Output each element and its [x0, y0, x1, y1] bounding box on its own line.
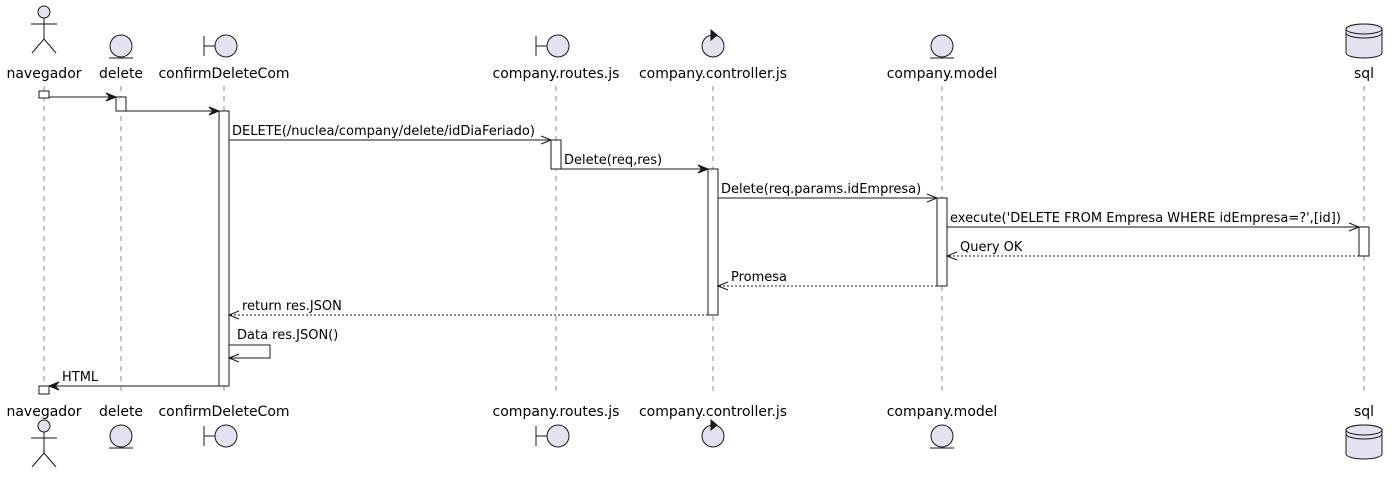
- participant-label: company.model: [887, 404, 998, 420]
- participant-routes-top: company.routes.js: [493, 34, 620, 82]
- activations: [38, 90, 1370, 395]
- message-2: [126, 106, 221, 116]
- control-icon: [701, 28, 725, 58]
- entity-icon: [930, 424, 954, 449]
- message-label: Query OK: [960, 240, 1023, 255]
- participant-sql-bottom: sql: [1345, 404, 1383, 460]
- message-label: DELETE(/nuclea/company/delete/idDiaFeria…: [232, 124, 535, 139]
- participant-label: company.controller.js: [639, 404, 787, 420]
- message-label: Promesa: [731, 270, 787, 285]
- database-icon: [1345, 23, 1383, 59]
- activation-bar: [38, 90, 50, 99]
- message-1: [49, 92, 118, 102]
- boundary-icon: [203, 34, 238, 58]
- message-7: Query OK: [945, 240, 1359, 261]
- activation-bar: [936, 197, 948, 287]
- participant-navegador-bottom: navegador: [6, 404, 82, 468]
- entity-icon: [109, 34, 133, 59]
- participant-label: company.model: [887, 66, 998, 82]
- message-11: HTML: [47, 370, 219, 391]
- participant-delete-top: delete: [99, 34, 143, 82]
- participant-label: delete: [99, 404, 143, 420]
- message-label: return res.JSON: [242, 299, 342, 314]
- message-10: Data res.JSON(): [227, 328, 338, 363]
- participant-label: confirmDeleteCom: [158, 66, 289, 82]
- participant-label: sql: [1354, 66, 1374, 82]
- message-8: Promesa: [716, 270, 937, 291]
- participant-controller-top: company.controller.js: [639, 28, 787, 82]
- activation-bar: [550, 139, 562, 170]
- message-4: Delete(req,res): [561, 153, 710, 174]
- activation-bar: [38, 385, 50, 395]
- entity-icon: [930, 34, 954, 59]
- message-label: Delete(req.params.idEmpresa): [721, 182, 921, 197]
- activation-bar: [115, 96, 127, 112]
- boundary-icon: [203, 424, 238, 448]
- message-6: execute('DELETE FROM Empresa WHERE idEmp…: [947, 211, 1361, 232]
- participant-model-top: company.model: [887, 34, 998, 82]
- message-label: Delete(req,res): [564, 153, 662, 168]
- message-label: HTML: [62, 370, 99, 385]
- boundary-icon: [535, 34, 570, 58]
- database-icon: [1345, 424, 1383, 460]
- message-5: Delete(req.params.idEmpresa): [718, 182, 939, 203]
- participant-label: company.routes.js: [493, 404, 620, 420]
- participant-label: navegador: [6, 404, 81, 420]
- control-icon: [701, 418, 725, 448]
- actor-icon: [31, 5, 57, 54]
- participant-confirmDeleteCom-top: confirmDeleteCom: [158, 34, 290, 82]
- participant-routes-bottom: company.routes.js: [493, 404, 620, 448]
- participant-label: confirmDeleteCom: [158, 404, 289, 420]
- activation-bar: [707, 168, 719, 316]
- boundary-icon: [535, 424, 570, 448]
- participant-sql-top: sql: [1345, 23, 1383, 82]
- message-3: DELETE(/nuclea/company/delete/idDiaFeria…: [229, 124, 553, 145]
- entity-icon: [109, 424, 133, 449]
- activation-bar: [1358, 226, 1370, 257]
- message-label: Data res.JSON(): [237, 328, 338, 343]
- message-label: execute('DELETE FROM Empresa WHERE idEmp…: [950, 211, 1341, 226]
- participant-label: sql: [1354, 404, 1374, 420]
- participant-label: company.routes.js: [493, 66, 620, 82]
- message-9: return res.JSON: [227, 299, 708, 320]
- participant-model-bottom: company.model: [887, 404, 998, 449]
- activation-bar: [218, 110, 230, 387]
- messages: DELETE(/nuclea/company/delete/idDiaFeria…: [47, 92, 1361, 391]
- participant-label: company.controller.js: [639, 66, 787, 82]
- participant-delete-bottom: delete: [99, 404, 143, 449]
- participant-label: navegador: [6, 66, 81, 82]
- actor-icon: [31, 419, 57, 468]
- participant-navegador-top: navegador: [6, 5, 82, 82]
- participant-label: delete: [99, 66, 143, 82]
- participant-controller-bottom: company.controller.js: [639, 404, 787, 448]
- participant-confirmDeleteCom-bottom: confirmDeleteCom: [158, 404, 290, 448]
